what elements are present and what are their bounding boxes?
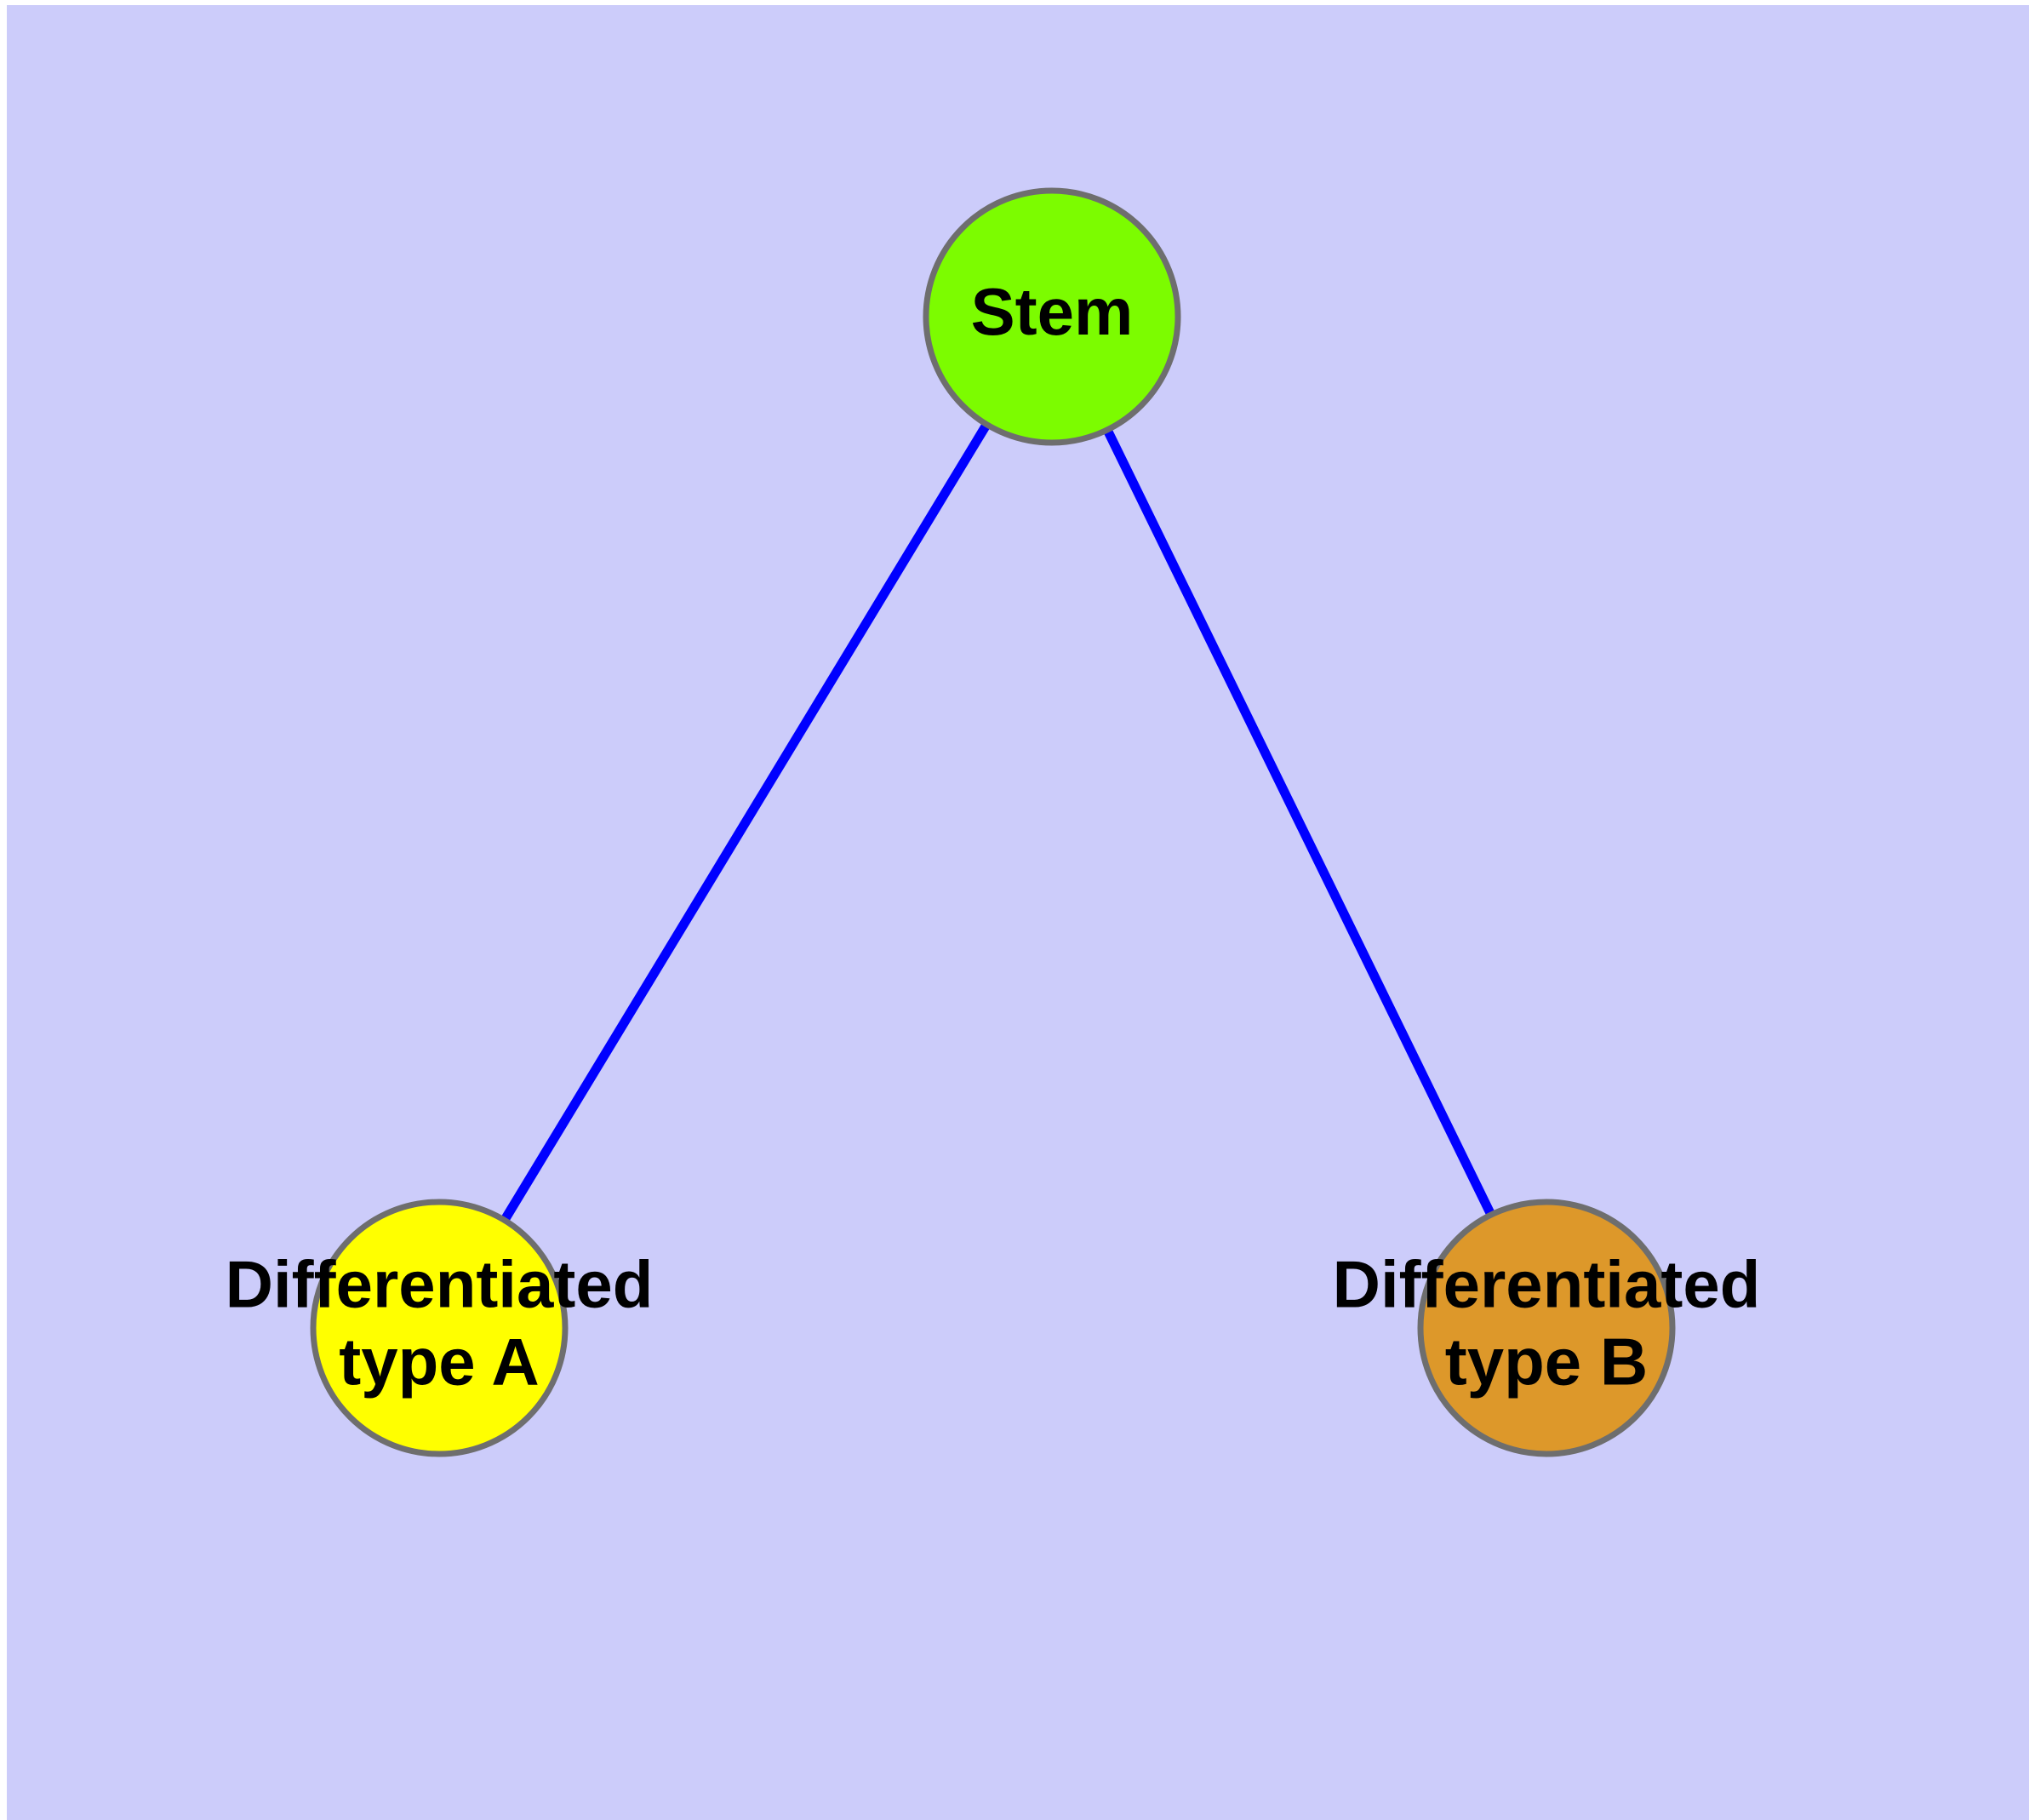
node-diff_a[interactable]: [310, 1199, 569, 1457]
edge-stem-to-a: [501, 423, 990, 1222]
node-label-line: type B: [1445, 1324, 1648, 1399]
node-label-line: Stem: [971, 274, 1134, 349]
nodes-group: [310, 187, 1676, 1457]
edge-stem-to-b: [1103, 429, 1495, 1216]
node-label-line: type A: [339, 1324, 540, 1399]
edges-group: [501, 423, 1495, 1222]
node-label-line: Differentiated: [226, 1246, 654, 1321]
node-label-stem: Stem: [971, 274, 1134, 349]
node-diff_b[interactable]: [1417, 1199, 1676, 1457]
node-label-line: Differentiated: [1333, 1246, 1761, 1321]
node-stem[interactable]: [923, 187, 1181, 446]
